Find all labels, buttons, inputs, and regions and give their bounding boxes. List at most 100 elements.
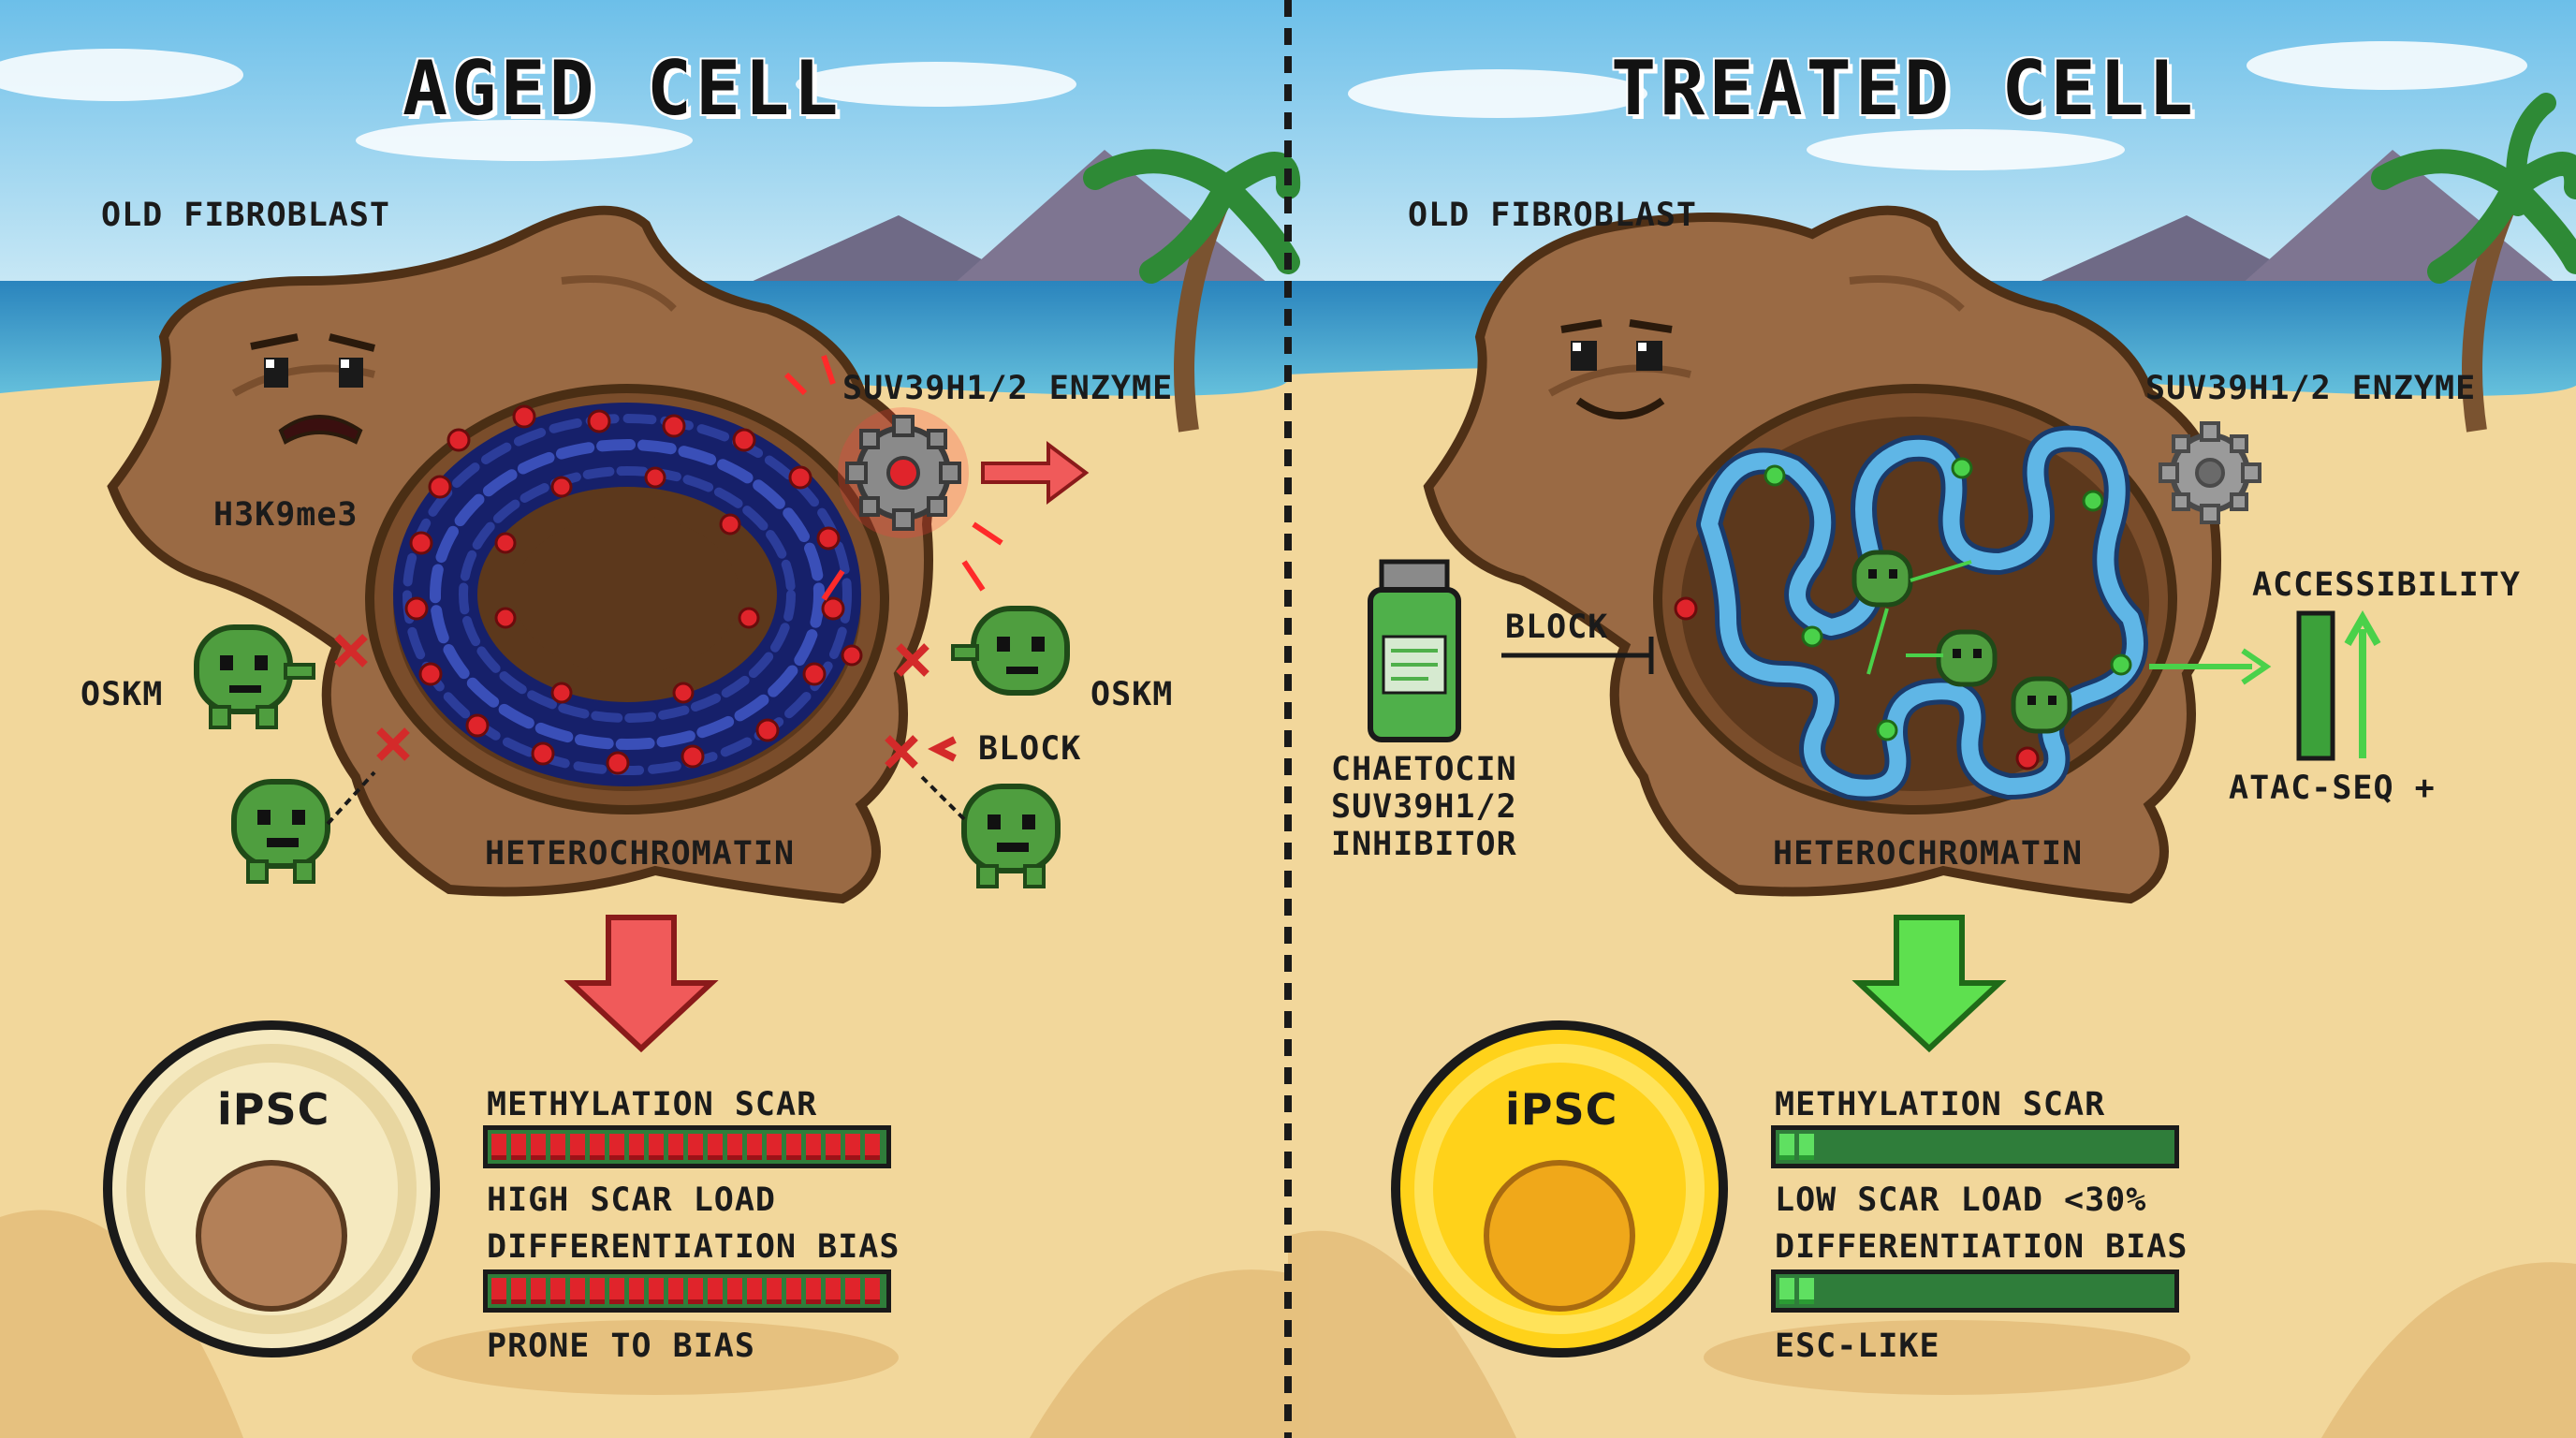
bias-caption: ESC-LIKE — [1775, 1328, 1940, 1365]
drug-class: INHIBITOR — [1331, 826, 1517, 863]
bar-segment — [668, 1134, 683, 1160]
bias-title: DIFFERENTIATION BIAS — [1775, 1228, 2188, 1266]
treated-cell-panel: TREATED CELL OLD FIBROBLAST SUV39H1/2 EN… — [1288, 0, 2576, 1438]
scar-title: METHYLATION SCAR — [487, 1086, 818, 1123]
enzyme-label: SUV39H1/2 ENZYME — [2145, 370, 2477, 407]
spark-lines — [783, 355, 1003, 601]
bar-segment — [570, 1134, 585, 1160]
bar-segment — [708, 1278, 723, 1304]
bar-segment — [531, 1134, 546, 1160]
bar-segment — [845, 1278, 860, 1304]
bar-segment — [629, 1278, 644, 1304]
bar-segment — [786, 1134, 801, 1160]
bar-segment — [511, 1134, 526, 1160]
enzyme-arrow — [981, 441, 1090, 505]
aged-cell-panel: AGED CELL OLD FIBROBLAST H3K9me3 SUV39H1… — [80, 45, 1174, 1365]
inhibitor-label: CHAETOCIN SUV39H1/2 INHIBITOR — [1331, 751, 1517, 863]
bar-segment — [806, 1134, 821, 1160]
access-marks — [1764, 457, 2132, 741]
gear-icon — [2159, 421, 2261, 524]
oskm-creature-icon — [194, 606, 1070, 888]
bar-segment — [550, 1278, 565, 1304]
bar-segment — [826, 1278, 841, 1304]
bar-segment — [865, 1134, 880, 1160]
panel-title: AGED CELL — [402, 45, 842, 132]
bar-segment — [491, 1134, 506, 1160]
treated-cell-art — [1368, 205, 2381, 1357]
vial-icon — [1368, 559, 1461, 742]
bar-segment — [786, 1278, 801, 1304]
bias-caption: PRONE TO BIAS — [487, 1328, 755, 1365]
drug-name: CHAETOCIN — [1331, 751, 1517, 788]
bar-segment — [826, 1134, 841, 1160]
drug-target: SUV39H1/2 — [1331, 788, 1517, 826]
oskm-creature-icon — [1852, 550, 2072, 734]
bar-segment — [590, 1278, 605, 1304]
bar-segment — [1779, 1134, 1794, 1160]
down-arrow-icon — [564, 915, 719, 1053]
bar-segment — [629, 1134, 644, 1160]
differentiation-bias-bar — [483, 1269, 891, 1313]
panel-title: TREATED CELL — [1611, 45, 2197, 132]
bar-segment — [747, 1134, 762, 1160]
bar-segment — [668, 1278, 683, 1304]
oskm-label: OSKM — [1090, 676, 1174, 713]
bar-segment — [865, 1278, 880, 1304]
block-chevron — [928, 736, 957, 762]
bar-segment — [590, 1134, 605, 1160]
cell-label: OLD FIBROBLAST — [1408, 197, 1698, 234]
atac-seq-label: ATAC-SEQ + — [2229, 770, 2436, 807]
bar-segment — [491, 1278, 506, 1304]
heterochromatin-label: HETEROCHROMATIN — [1773, 835, 2084, 873]
down-arrow-icon — [1852, 915, 2007, 1053]
bias-title: DIFFERENTIATION BIAS — [487, 1228, 900, 1266]
block-x-icon — [334, 634, 929, 769]
methylation-scar-bar — [1771, 1125, 2179, 1168]
h3k9me3-label: H3K9me3 — [213, 496, 359, 534]
bar-segment — [688, 1134, 703, 1160]
scar-caption: HIGH SCAR LOAD — [487, 1181, 777, 1219]
panel-divider — [1284, 0, 1292, 1438]
bar-segment — [688, 1278, 703, 1304]
bar-segment — [550, 1134, 565, 1160]
bar-segment — [1799, 1134, 1814, 1160]
block-label: BLOCK — [1505, 609, 1609, 646]
bar-segment — [649, 1134, 664, 1160]
palm-tree-icon — [1083, 93, 2576, 433]
sand-shading — [0, 1210, 2576, 1438]
remaining-marks — [1674, 596, 2040, 770]
clouds — [0, 41, 2527, 170]
ipsc-nucleus — [196, 1160, 347, 1312]
scar-caption: LOW SCAR LOAD <30% — [1775, 1181, 2147, 1219]
bar-segment — [649, 1278, 664, 1304]
methylation-scar-bar — [483, 1125, 891, 1168]
cell-label: OLD FIBROBLAST — [101, 197, 391, 234]
bar-segment — [511, 1278, 526, 1304]
differentiation-bias-bar — [1771, 1269, 2179, 1313]
accessibility-label: ACCESSIBILITY — [2252, 566, 2521, 604]
dense-heterochromatin — [393, 403, 861, 786]
bar-segment — [845, 1134, 860, 1160]
happy-face — [1560, 319, 1673, 419]
bar-segment — [531, 1278, 546, 1304]
bar-segment — [727, 1278, 742, 1304]
accessibility-bar — [2296, 610, 2335, 761]
block-line — [1501, 637, 1654, 674]
ipsc-nucleus — [1484, 1160, 1635, 1312]
heterochromatin-label: HETEROCHROMATIN — [485, 835, 796, 873]
bar-segment — [708, 1134, 723, 1160]
bar-segment — [767, 1134, 782, 1160]
bar-segment — [570, 1278, 585, 1304]
gear-icon — [838, 407, 969, 538]
scar-title: METHYLATION SCAR — [1775, 1086, 2106, 1123]
bar-segment — [767, 1278, 782, 1304]
block-label: BLOCK — [978, 730, 1082, 768]
aged-cell-art — [103, 205, 1090, 1357]
oskm-label: OSKM — [80, 676, 164, 713]
enzyme-label: SUV39H1/2 ENZYME — [842, 370, 1174, 407]
bar-segment — [609, 1134, 624, 1160]
bar-segment — [609, 1278, 624, 1304]
bar-segment — [1779, 1278, 1794, 1304]
ipsc-label: iPSC — [1505, 1084, 1618, 1135]
